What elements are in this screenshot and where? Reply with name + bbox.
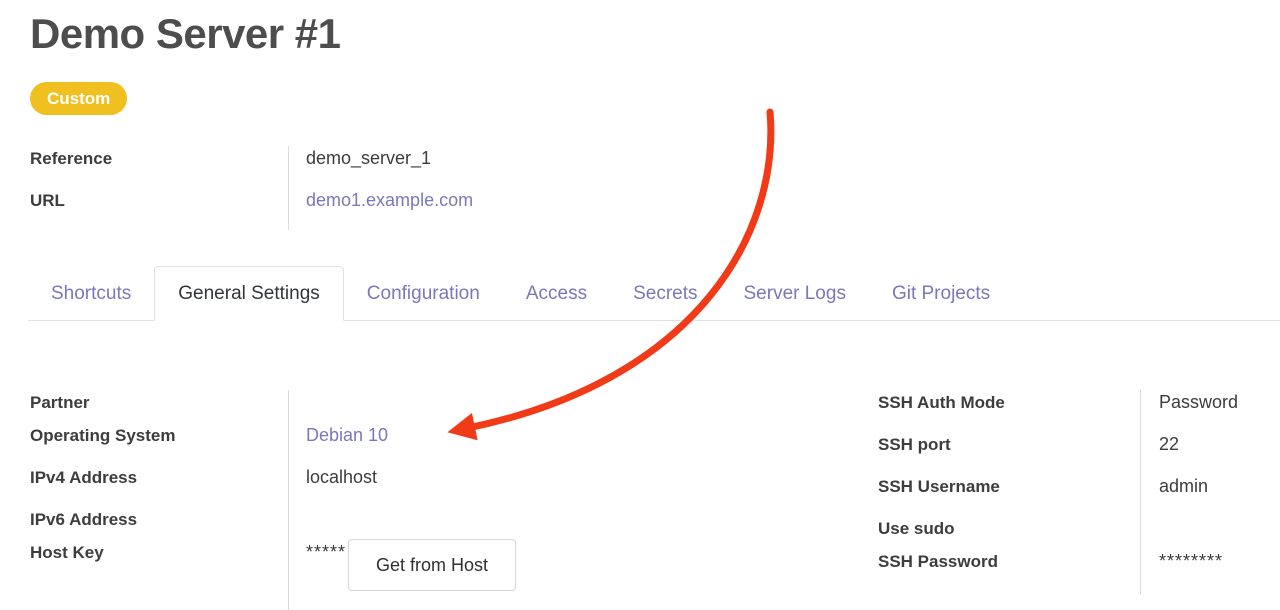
- url-label: URL: [30, 191, 65, 211]
- field-row-ssh-port: SSH port 22: [878, 432, 1280, 475]
- tab-secrets[interactable]: Secrets: [633, 283, 698, 305]
- ssh-password-value: ********: [1140, 549, 1280, 595]
- general-settings-right-group: SSH Auth Mode Password SSH port 22 SSH U…: [878, 390, 1280, 595]
- host-key-label: Host Key: [30, 543, 104, 563]
- tab-git-projects[interactable]: Git Projects: [891, 283, 991, 305]
- server-form-page: Demo Server #1 Custom Reference demo_ser…: [0, 0, 1280, 231]
- use-sudo-value: [1140, 516, 1280, 550]
- page-title: Demo Server #1: [30, 10, 341, 57]
- field-row-url: URL demo1.example.com: [30, 188, 640, 231]
- tab-shortcuts[interactable]: Shortcuts: [51, 283, 132, 305]
- ipv4-address-value: localhost: [288, 465, 638, 508]
- ssh-auth-mode-value: Password: [1140, 390, 1280, 433]
- field-row-ipv6-address: IPv6 Address: [30, 507, 638, 541]
- ipv6-address-label: IPv6 Address: [30, 510, 138, 530]
- tab-access[interactable]: Access: [525, 283, 588, 305]
- field-row-ipv4-address: IPv4 Address localhost: [30, 465, 638, 508]
- ssh-password-label: SSH Password: [878, 552, 998, 572]
- tab-server-logs[interactable]: Server Logs: [743, 283, 846, 305]
- field-row-partner: Partner: [30, 390, 638, 424]
- reference-value: demo_server_1: [288, 146, 640, 189]
- ssh-username-label: SSH Username: [878, 477, 1000, 497]
- operating-system-link[interactable]: Debian 10: [306, 425, 389, 446]
- tab-general-settings[interactable]: General Settings: [154, 266, 344, 322]
- url-value-wrap: demo1.example.com: [288, 188, 640, 231]
- general-settings-panel: Partner Operating System Debian 10 IPv4 …: [0, 321, 1280, 610]
- field-row-operating-system: Operating System Debian 10: [30, 423, 638, 466]
- host-key-value-wrap: ***** Get from Host: [288, 539, 638, 610]
- server-info-fields: Reference demo_server_1 URL demo1.exampl…: [30, 146, 640, 231]
- field-row-reference: Reference demo_server_1: [30, 146, 640, 189]
- field-row-ssh-auth-mode: SSH Auth Mode Password: [878, 390, 1280, 433]
- partner-label: Partner: [30, 393, 90, 413]
- tab-configuration[interactable]: Configuration: [366, 283, 480, 305]
- ssh-port-label: SSH port: [878, 435, 951, 455]
- use-sudo-label: Use sudo: [878, 519, 955, 539]
- ipv4-address-label: IPv4 Address: [30, 468, 138, 488]
- field-row-host-key: Host Key ***** Get from Host: [30, 539, 638, 610]
- operating-system-value-wrap: Debian 10: [288, 423, 638, 466]
- field-row-ssh-password: SSH Password ********: [878, 549, 1280, 595]
- ipv6-address-value: [288, 507, 638, 541]
- operating-system-label: Operating System: [30, 426, 176, 446]
- ssh-username-value: admin: [1140, 474, 1280, 517]
- ssh-port-value: 22: [1140, 432, 1280, 475]
- partner-value: [288, 390, 638, 424]
- ssh-auth-mode-label: SSH Auth Mode: [878, 393, 1005, 413]
- field-row-use-sudo: Use sudo: [878, 516, 1280, 550]
- general-settings-left-group: Partner Operating System Debian 10 IPv4 …: [30, 390, 638, 610]
- field-row-ssh-username: SSH Username admin: [878, 474, 1280, 517]
- host-key-value: *****: [306, 542, 347, 563]
- notebook-tabs: Shortcuts General Settings Configuration…: [28, 266, 1280, 322]
- get-from-host-button[interactable]: Get from Host: [348, 539, 517, 592]
- url-link[interactable]: demo1.example.com: [306, 190, 474, 211]
- custom-tag-badge: Custom: [30, 82, 128, 116]
- reference-label: Reference: [30, 149, 113, 169]
